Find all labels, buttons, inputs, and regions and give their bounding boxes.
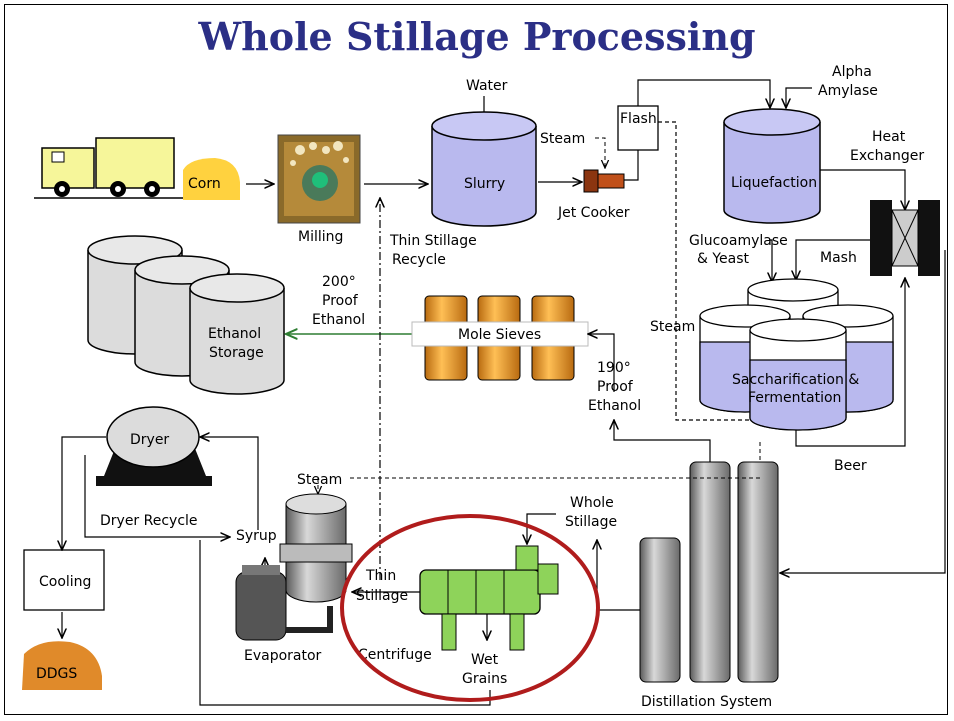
flash-to-liquefaction-line [637,79,770,108]
exchanger-to-distillation-line [780,250,946,573]
corn-label: Corn [188,176,221,192]
slurry-tank-icon [431,111,537,227]
glucoamylase-line [769,239,772,282]
slide-frame [4,4,948,715]
glucoamylase-label-1: Glucoamylase [689,233,788,249]
distillation-to-whole-stillage-line [597,540,640,611]
cooker-to-flash-line [624,150,639,181]
mash-label: Mash [820,250,857,266]
exchanger-label: Exchanger [850,148,924,164]
ethanol-storage-label-1: Ethanol [208,326,261,342]
slurry-label: Slurry [464,176,505,192]
page-title: Whole Stillage Processing [198,14,756,59]
steam-jet-line [595,137,605,168]
steam-ferm-label: Steam [650,319,695,335]
evaporator-icon [235,493,353,641]
dryer-recycle-label: Dryer Recycle [100,513,198,529]
mole-sieves-icon [411,295,589,381]
cooling-label: Cooling [39,574,91,590]
thin-stillage-recycle-label-2: Recycle [392,252,446,268]
proof190-label-2: Proof [597,379,634,395]
heat-label: Heat [872,129,906,145]
steam-evap-label: Steam [297,472,342,488]
liquefaction-tank-icon [723,108,821,224]
highlight-ring [340,514,600,702]
mash-line [796,239,870,280]
whole-stillage-label-2: Stillage [565,514,617,530]
flash-label: Flash [620,111,657,127]
ethanol-storage-tanks-icon [87,235,285,395]
flash-box [617,105,659,151]
saccharification-label-2: Fermentation [748,390,841,406]
flash-condensate-line [658,121,795,421]
alpha-label: Alpha [832,64,872,80]
water-label: Water [466,78,508,94]
proof190-to-sieves-line [588,334,615,392]
glucoamylase-label-2: & Yeast [697,251,750,267]
proof190-label-3: Ethanol [588,398,641,414]
truck-icon [34,137,185,199]
mill-icon [277,134,361,224]
dryer-to-cooling-line [62,436,106,550]
liquefaction-label: Liquefaction [731,175,817,191]
cooling-box [23,549,105,611]
amylase-line [786,87,812,108]
centrifuge-icon [419,545,559,651]
wet-grains-label-1: Wet [471,652,499,668]
dryer-recycle-line [84,455,230,537]
fermentation-tanks-icon [699,278,894,431]
ddgs-label: DDGS [36,666,77,682]
thin-stillage-recycle-label-1: Thin Stillage [389,233,477,249]
mole-sieves-label: Mole Sieves [458,327,541,343]
dryer-label: Dryer [130,432,169,448]
jet-cooker-label: Jet Cooker [557,205,630,221]
ddgs-pile-icon [22,641,102,690]
beer-to-exchanger-line [795,278,905,447]
whole-stillage-label-1: Whole [570,495,614,511]
beer-label: Beer [834,458,867,474]
amylase-label: Amylase [818,83,878,99]
whole-stillage-to-centrifuge-line [527,513,556,544]
heat-exchanger-icon [870,200,940,276]
liquefaction-to-exchanger-line [820,169,905,210]
corn-pile-icon [183,158,240,200]
wet-grains-label-2: Grains [462,671,507,687]
proof200-label-2: Proof [322,293,359,309]
thin-stillage-label-2: Stillage [356,588,408,604]
saccharification-label-1: Saccharification & [732,372,859,388]
proof190-label-1: 190° [597,360,631,376]
milling-label: Milling [298,229,343,245]
jet-cooker-icon [583,169,625,193]
centrifuge-label: Centrifuge [358,647,432,663]
syrup-label: Syrup [236,528,277,544]
proof200-label-3: Ethanol [312,312,365,328]
distillation-to-proof190-line [614,420,711,466]
dryer-icon [96,406,212,486]
steam-jet-label: Steam [540,131,585,147]
proof200-label-1: 200° [322,274,356,290]
thin-stillage-label-1: Thin [365,568,396,584]
distillation-label: Distillation System [641,694,772,710]
distillation-columns-icon [639,461,779,683]
evaporator-label: Evaporator [244,648,322,664]
syrup-to-dryer-line [200,437,259,530]
ethanol-storage-label-2: Storage [209,345,264,361]
